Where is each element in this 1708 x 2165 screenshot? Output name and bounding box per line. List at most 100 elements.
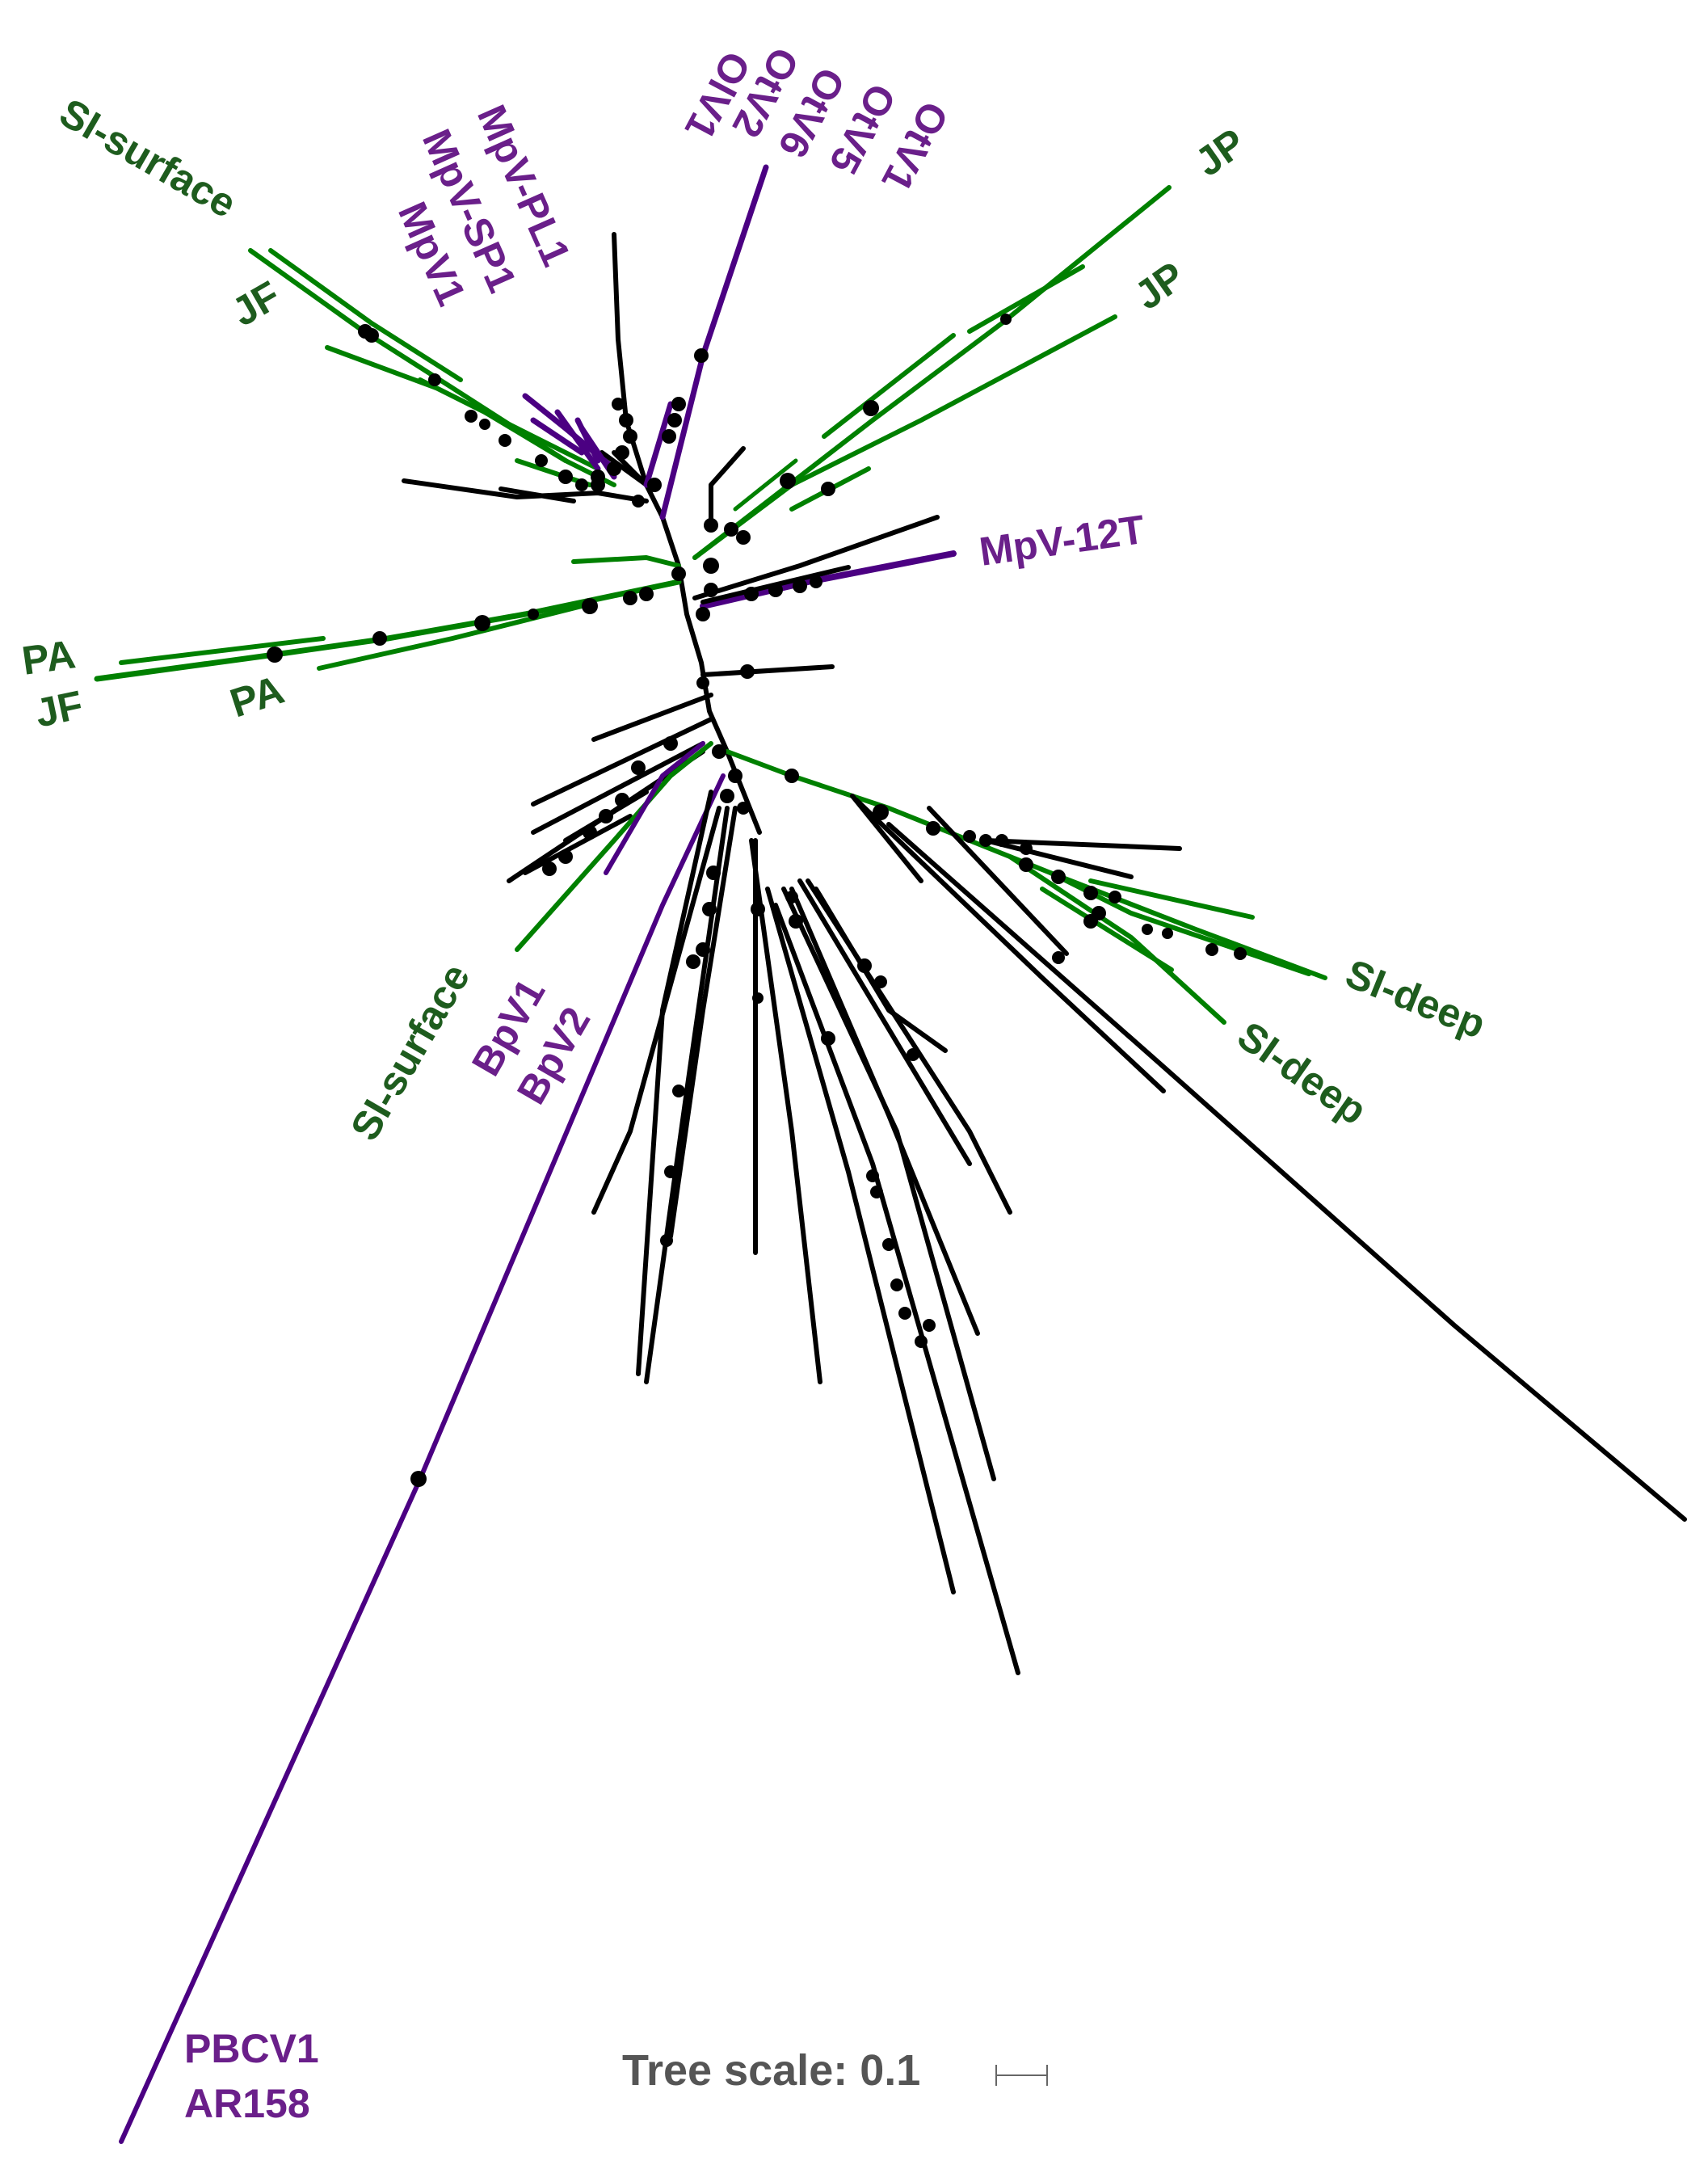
tree-branch — [700, 664, 835, 677]
support-node-dot — [1052, 951, 1065, 964]
tree-branch — [591, 693, 713, 742]
tree-nodes — [267, 314, 1247, 1487]
support-node-dot — [696, 676, 709, 689]
support-node-dot — [535, 454, 548, 467]
label-group-bpv: BpV1 BpV2 — [463, 971, 599, 1112]
tree-branch — [523, 814, 633, 875]
support-node-dot — [672, 1085, 685, 1097]
tree-branch — [644, 482, 665, 520]
tree-scale-label: Tree scale: 0.1 — [622, 2046, 920, 2095]
support-node-dot — [768, 583, 783, 597]
tree-branches — [94, 164, 1687, 2144]
tree-branch — [119, 636, 326, 665]
tree-scale: Tree scale: 0.1 — [622, 2046, 1048, 2095]
tree-branch — [531, 717, 713, 807]
support-node-dot — [890, 1278, 903, 1291]
support-node-dot — [410, 1471, 427, 1487]
support-node-dot — [619, 413, 633, 428]
support-node-dot — [647, 478, 662, 492]
label-si-deep-1: SI-deep — [1340, 950, 1491, 1047]
tree-branch — [554, 409, 601, 472]
support-node-dot — [479, 419, 490, 430]
support-node-dot — [810, 575, 822, 588]
support-node-dot — [898, 1307, 911, 1320]
tree-branch — [531, 741, 705, 835]
tree-branch — [644, 806, 730, 1384]
label-group-mpv: MpV-PL1 MpV-SP1 MpV1 — [389, 99, 579, 313]
support-node-dot — [499, 434, 511, 447]
tree-branch — [854, 798, 1166, 1093]
label-jp-2: JP — [1126, 253, 1193, 318]
tree-branch — [814, 887, 948, 1053]
support-node-dot — [686, 954, 700, 969]
support-node-dot — [667, 413, 682, 428]
label-group-olv-otv: OlV1 OtV2 OtV6 OtV5 OtV1 — [676, 40, 957, 199]
support-node-dot — [1083, 886, 1098, 900]
support-node-dot — [632, 495, 645, 508]
tree-branch — [765, 887, 956, 1594]
support-node-dot — [873, 804, 889, 820]
support-node-dot — [583, 825, 597, 840]
label-pbcv1: PBCV1 — [184, 2026, 319, 2071]
support-node-dot — [704, 518, 718, 533]
support-node-dot — [702, 902, 717, 916]
tree-branch — [612, 232, 649, 487]
support-node-dot — [882, 1238, 895, 1251]
tree-branch — [668, 806, 738, 1239]
support-node-dot — [671, 567, 686, 581]
support-node-dot — [821, 1031, 835, 1046]
tree-branch — [733, 458, 798, 512]
label-si-surface-top: SI-surface — [53, 90, 244, 226]
tree-branch — [317, 604, 584, 671]
support-node-dot — [575, 478, 588, 491]
support-node-dot — [720, 789, 734, 803]
support-node-dot — [751, 902, 765, 916]
tree-branch — [325, 345, 600, 471]
support-node-dot — [963, 830, 976, 843]
tree-branch — [692, 515, 940, 600]
tree-branch — [797, 878, 972, 1166]
label-jf-left: JF — [32, 682, 87, 736]
support-node-dot — [870, 1186, 883, 1198]
label-si-deep-2: SI-deep — [1230, 1013, 1375, 1133]
support-node-dot — [662, 429, 676, 444]
support-node-dot — [706, 866, 721, 880]
support-node-dot — [744, 587, 759, 601]
support-node-dot — [1020, 842, 1033, 855]
support-node-dot — [372, 631, 387, 646]
tree-branch — [773, 903, 1020, 1675]
tree-branch — [418, 377, 568, 463]
tree-branch — [268, 248, 463, 382]
tree-branch — [822, 333, 956, 439]
tree-branch — [1088, 878, 1255, 920]
support-node-dot — [863, 400, 879, 416]
tree-branch — [983, 838, 1134, 879]
tree-branch — [886, 822, 1687, 1522]
tree-branch — [983, 838, 1182, 851]
support-node-dot — [907, 1048, 919, 1061]
support-node-dot — [664, 1165, 677, 1178]
tree-branch — [659, 164, 769, 520]
tree-branch — [967, 264, 1085, 334]
support-node-dot — [1083, 914, 1098, 929]
tree-branch — [700, 550, 957, 609]
support-node-dot — [639, 587, 654, 601]
support-node-dot — [874, 975, 887, 988]
support-node-dot — [528, 609, 539, 620]
support-node-dot — [671, 397, 686, 411]
label-pa-left: PA — [19, 631, 78, 684]
label-mpv-12t: MpV-12T — [977, 507, 1147, 575]
tree-branch — [530, 417, 585, 456]
support-node-dot — [428, 373, 441, 386]
support-node-dot — [728, 769, 743, 783]
support-node-dot — [1019, 857, 1033, 872]
support-node-dot — [785, 891, 798, 903]
support-node-dot — [558, 470, 573, 484]
support-node-dot — [1051, 870, 1066, 884]
tree-branch — [643, 401, 674, 488]
label-jp-1: JP — [1187, 120, 1253, 185]
support-node-dot — [821, 482, 835, 496]
support-node-dot — [712, 744, 726, 759]
support-node-dot — [736, 530, 751, 545]
